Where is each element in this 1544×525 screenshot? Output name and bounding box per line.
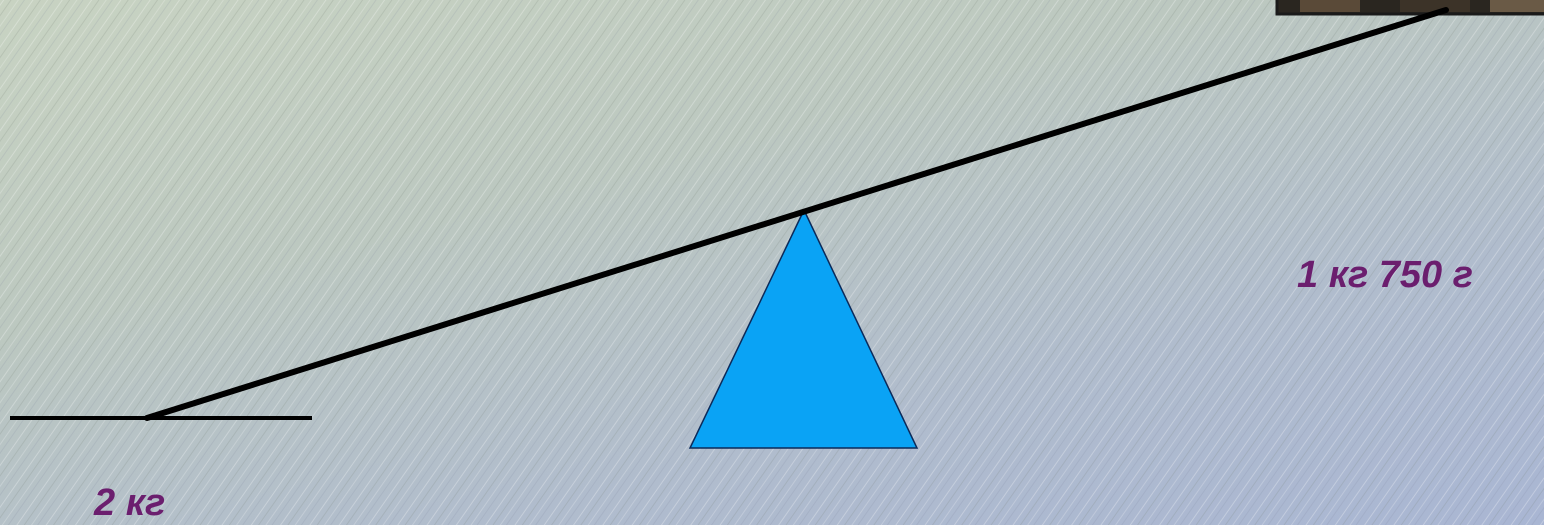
right-weight-label: 1 кг 750 г xyxy=(1297,256,1473,294)
left-weight-label: 2 кг xyxy=(94,484,165,522)
fulcrum-triangle-icon xyxy=(690,210,917,448)
weight-photo xyxy=(1277,0,1544,14)
